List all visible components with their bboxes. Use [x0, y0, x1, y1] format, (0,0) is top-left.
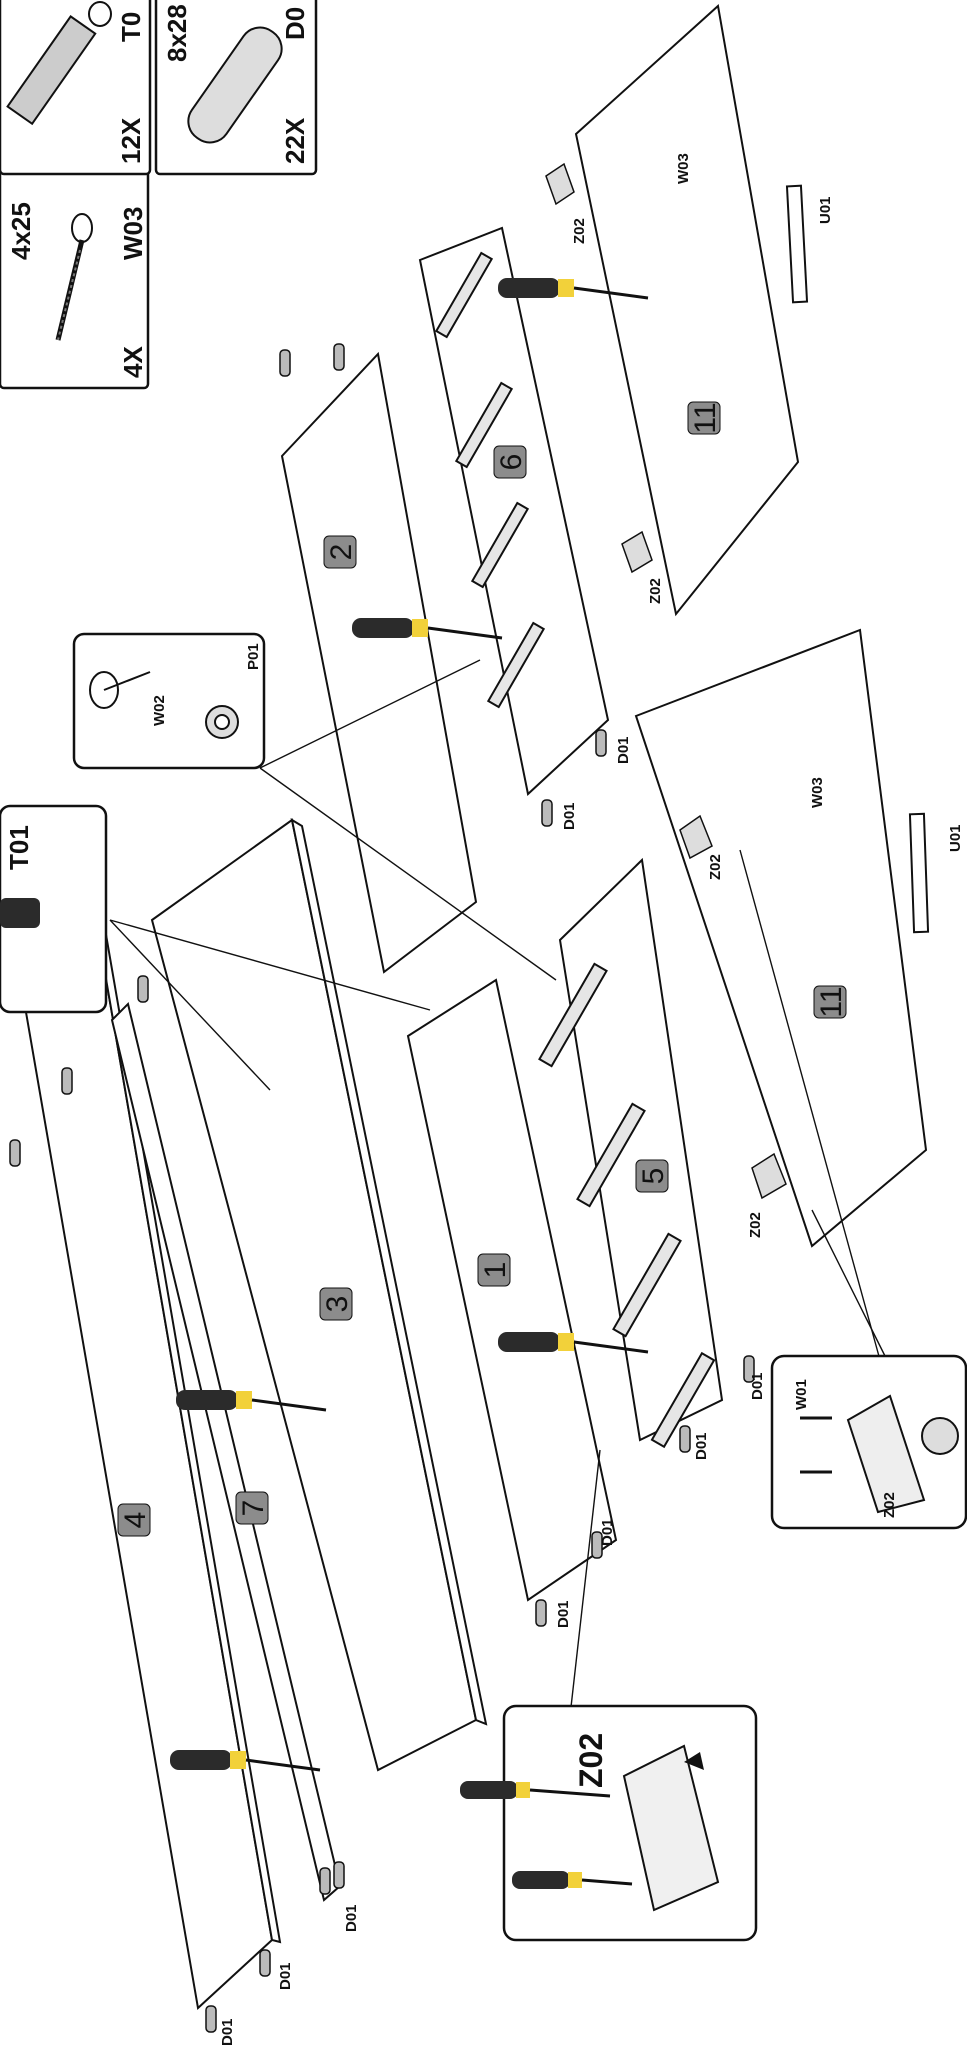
- panel-tag-7: 7: [237, 1500, 270, 1517]
- callout-cam-label: T01: [4, 825, 34, 870]
- d01-labels: D01 D01 D01 D01 D01 D01 D01 D01 D01: [219, 736, 766, 2046]
- runner: [576, 1102, 646, 1208]
- panel-tag-11-lower: 11: [815, 986, 848, 1017]
- callout-screw-w02: W02: [151, 695, 168, 726]
- u01-strip-lower: [908, 812, 930, 934]
- part-label-u01: U01: [947, 824, 964, 852]
- part-label-w03: W03: [809, 777, 826, 808]
- dowel: [679, 1425, 691, 1453]
- part-label-d01: D01: [555, 1600, 572, 1628]
- screwdriver-icon: [176, 1390, 327, 1412]
- hardware-box-d01: 8x28 D0 22X: [154, 0, 318, 176]
- screwdrivers: [170, 278, 649, 1772]
- runner: [470, 501, 530, 589]
- t01-cam-bolt-icon: [6, 1, 112, 126]
- dowel: [205, 2005, 217, 2033]
- part-label-d01: D01: [343, 1904, 360, 1932]
- callout-screw-p01: P01: [245, 643, 262, 670]
- u01-strip-upper: [785, 184, 809, 304]
- w03-screw-icon: [55, 213, 93, 341]
- runner: [538, 962, 608, 1068]
- dowel: [595, 729, 607, 757]
- hinge-z02: [679, 814, 713, 860]
- hardware-box-t01: T0 12X: [0, 0, 152, 176]
- panel-tag-2: 2: [325, 544, 358, 561]
- dowel: [9, 1139, 21, 1167]
- part-label-d01: D01: [219, 2018, 236, 2046]
- w03-code: W03: [118, 207, 148, 260]
- part-label-z02: Z02: [747, 1212, 764, 1238]
- dowel: [61, 1067, 73, 1095]
- part-label-z02: Z02: [707, 854, 724, 880]
- panel-1: [406, 978, 618, 1602]
- screwdriver-icon: [170, 1750, 321, 1772]
- runner: [650, 1351, 716, 1449]
- dowel: [259, 1949, 271, 1977]
- runner: [454, 381, 514, 469]
- part-label-d01: D01: [277, 1962, 294, 1990]
- screwdriver-icon: [498, 278, 649, 300]
- hinge-z02: [545, 162, 575, 206]
- dowel: [743, 1355, 755, 1383]
- callout-screw: W02 P01: [72, 632, 266, 770]
- dowel: [535, 1599, 547, 1627]
- part-label-d01: D01: [693, 1432, 710, 1460]
- part-label-d01: D01: [561, 802, 578, 830]
- runner: [486, 621, 546, 709]
- panel-tag-1: 1: [479, 1262, 512, 1279]
- part-label-z02: Z02: [571, 218, 588, 244]
- panel-tag-11-upper: 11: [689, 402, 722, 433]
- panel-tag-6: 6: [495, 454, 528, 471]
- dowel: [319, 1867, 331, 1895]
- callout-hinge-detail-z02: Z02: [881, 1492, 898, 1518]
- panel-tag-5: 5: [637, 1168, 670, 1185]
- part-label-d01: D01: [749, 1372, 766, 1400]
- panel-5: [558, 857, 724, 1442]
- d01-qty: 22X: [280, 117, 310, 164]
- d01-dowel-icon: [187, 26, 283, 144]
- panel-3-edge: [290, 817, 488, 1726]
- runner: [434, 251, 494, 339]
- screwdriver-icon: [498, 1332, 649, 1354]
- callout-hinge-detail: W01 Z02: [770, 1354, 967, 1530]
- w03-u01-labels: W03 U01 W03 U01: [675, 153, 964, 852]
- d01-code: D0: [280, 7, 310, 40]
- panel-2: [280, 351, 478, 974]
- callout-hinge-detail-w01: W01: [793, 1379, 810, 1410]
- callout-hinge-mount: Z02: [460, 1704, 758, 1942]
- dowel: [591, 1531, 603, 1559]
- runner: [612, 1232, 682, 1338]
- panel-tag-4: 4: [119, 1512, 152, 1529]
- z02-labels: Z02 Z02 Z02 Z02: [571, 218, 764, 1238]
- panel-11-upper: [574, 4, 800, 617]
- part-label-u01: U01: [817, 196, 834, 224]
- dowel: [333, 1861, 345, 1889]
- t01-qty: 12X: [116, 117, 146, 164]
- hinge-z02: [751, 1152, 787, 1200]
- part-label-d01: D01: [599, 1518, 616, 1546]
- dowel: [137, 975, 149, 1003]
- w03-size: 4x25: [6, 202, 36, 260]
- part-label-d01: D01: [615, 736, 632, 764]
- hinge-z02: [621, 530, 653, 574]
- panel-11-lower: [634, 628, 928, 1248]
- part-label-w03: W03: [675, 153, 692, 184]
- leader-lines: [109, 659, 891, 1841]
- callout-hinge-mount-label: Z02: [573, 1733, 609, 1788]
- part-label-z02: Z02: [647, 578, 664, 604]
- callout-cam: T01: [0, 804, 108, 1014]
- dowel: [541, 799, 553, 827]
- d01-size: 8x28: [162, 4, 192, 62]
- panel-tag-3: 3: [321, 1296, 354, 1313]
- t01-code: T0: [116, 12, 146, 42]
- dowel: [333, 343, 345, 371]
- panel-tags: 4 7 3 1 5 11 2 6 11: [117, 401, 848, 1537]
- dowel: [279, 349, 291, 377]
- screwdriver-icon: [352, 618, 503, 640]
- w03-qty: 4X: [118, 346, 148, 378]
